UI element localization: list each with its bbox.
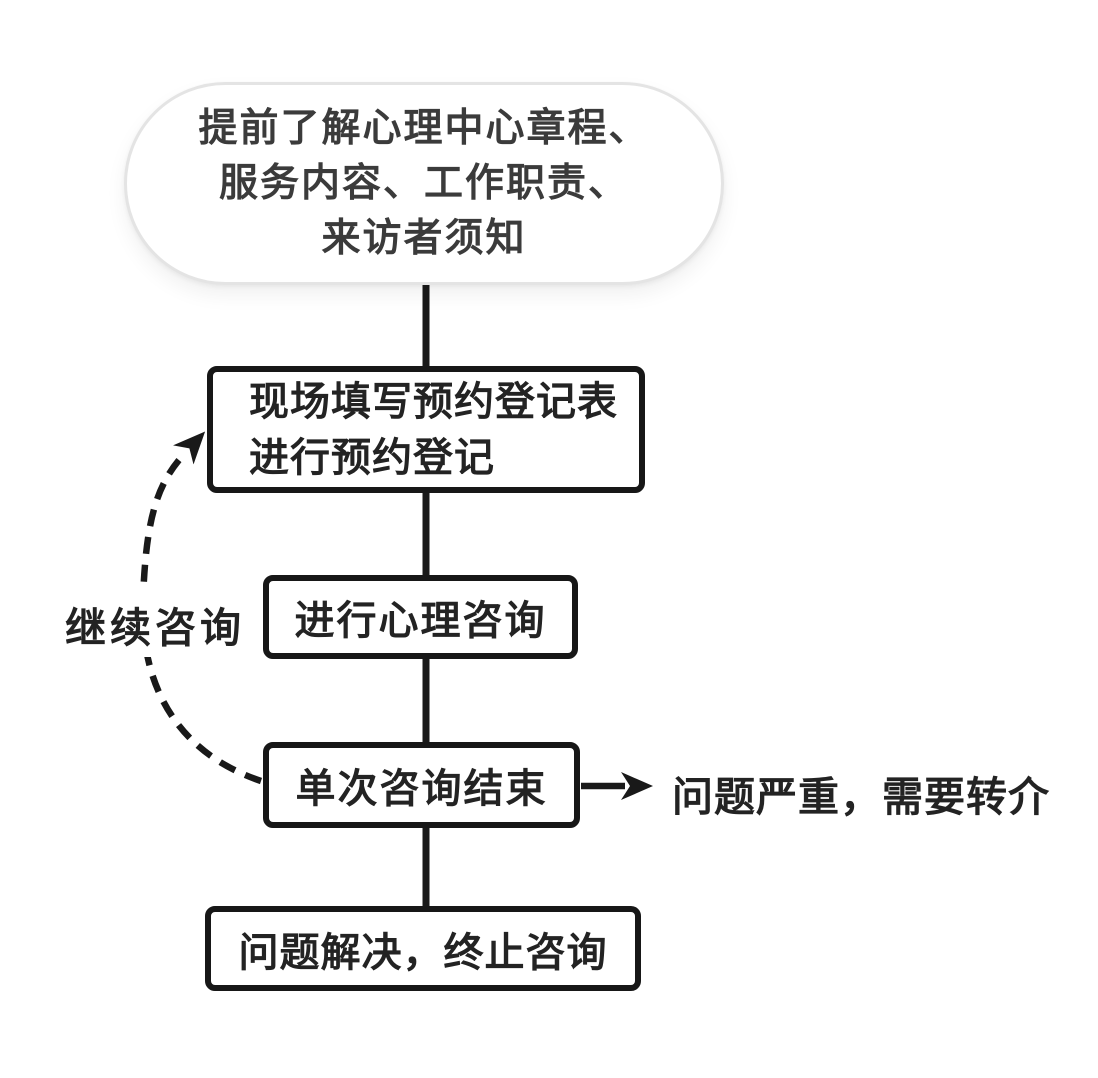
session-end-label: 单次咨询结束 <box>295 767 548 811</box>
register-line-1: 现场填写预约登记表 <box>249 379 618 424</box>
node-terminate: 问题解决，终止咨询 <box>205 906 641 991</box>
node-counseling: 进行心理咨询 <box>263 575 578 659</box>
node-session-end: 单次咨询结束 <box>263 742 580 828</box>
referral-note-label: 问题严重，需要转介 <box>672 774 1050 820</box>
intro-line-1: 提前了解心理中心章程、 <box>198 107 650 150</box>
node-register: 现场填写预约登记表 进行预约登记 <box>207 366 645 493</box>
terminate-label: 问题解决，终止咨询 <box>238 930 608 975</box>
intro-line-3: 来访者须知 <box>321 217 527 260</box>
counseling-label: 进行心理咨询 <box>294 599 547 643</box>
register-line-2: 进行预约登记 <box>249 435 495 480</box>
node-intro: 提前了解心理中心章程、 服务内容、工作职责、 来访者须知 <box>124 82 724 285</box>
loop-note-label: 继续咨询 <box>60 591 250 657</box>
intro-line-2: 服务内容、工作职责、 <box>218 162 629 205</box>
